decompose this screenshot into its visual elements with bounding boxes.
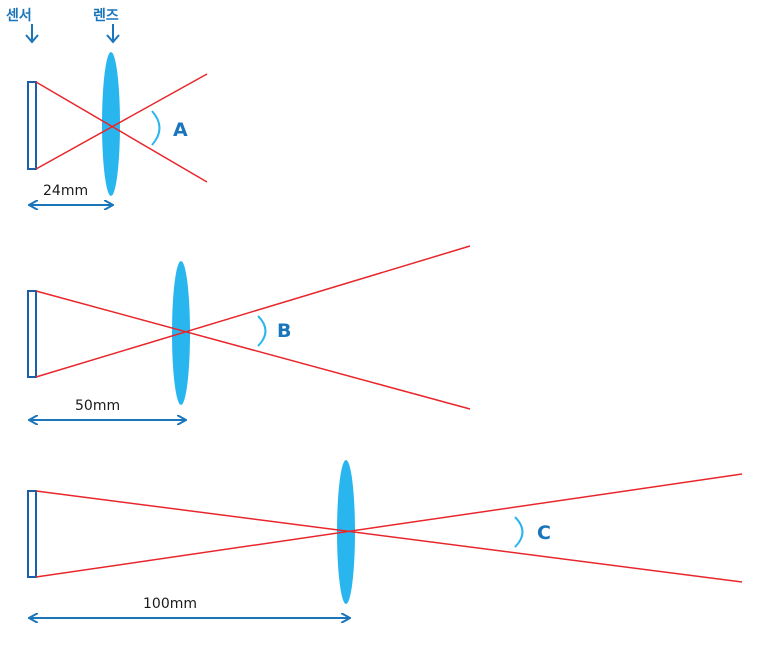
sensor-rect: [27, 81, 37, 170]
angle-arc: [514, 516, 524, 548]
light-ray: [35, 473, 743, 578]
lens-label: 렌즈: [93, 7, 119, 24]
panel-100mm: C 100mm: [27, 460, 743, 618]
light-ray: [35, 73, 208, 170]
panel-24mm: A 24mm: [27, 52, 208, 205]
sensor-rect: [27, 290, 37, 378]
light-ray: [35, 490, 743, 583]
sensor-rect: [27, 490, 37, 578]
sensor-pointer-arrowhead: [25, 34, 39, 44]
angle-label: C: [537, 522, 551, 544]
lens-ellipse: [102, 52, 120, 196]
distance-label: 24mm: [43, 183, 88, 199]
angle-arc: [257, 315, 267, 347]
lens-pointer-arrowhead: [106, 34, 120, 44]
distance-label: 100mm: [143, 596, 197, 612]
distance-label: 50mm: [75, 398, 120, 414]
sensor-label: 센서: [6, 8, 32, 24]
light-ray: [35, 290, 471, 410]
light-ray: [35, 245, 471, 378]
angle-label: A: [173, 119, 188, 141]
angle-label: B: [277, 320, 291, 342]
light-ray: [35, 81, 208, 183]
angle-arc: [151, 110, 161, 146]
panel-50mm: B 50mm: [27, 245, 471, 420]
